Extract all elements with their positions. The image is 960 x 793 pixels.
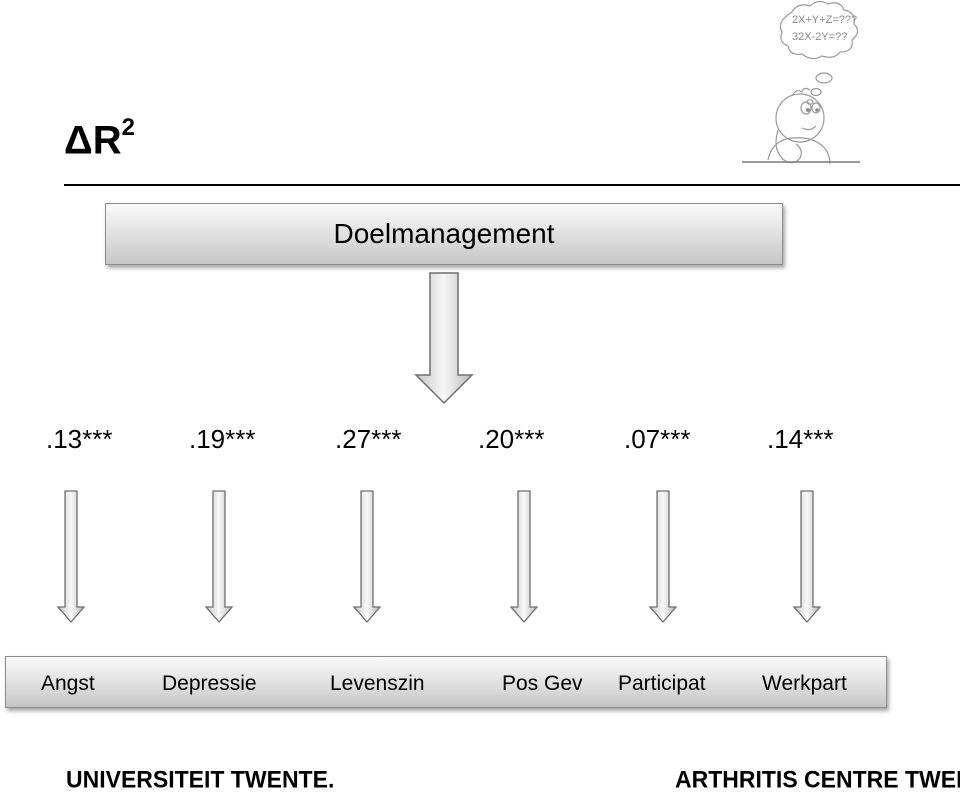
down-arrow-icon [56, 490, 86, 623]
delta-r2-value: .14*** [767, 424, 834, 454]
delta-r2-title: ΔR2 [64, 116, 135, 163]
big-down-arrow-icon [414, 272, 474, 405]
down-arrow-icon [509, 490, 539, 623]
outcome-label: Participat [618, 672, 706, 695]
outcomes-box: Angst Depressie Levenszin Pos Gev Partic… [5, 656, 887, 708]
predictor-box: Doelmanagement [105, 203, 783, 265]
predictor-label: Doelmanagement [333, 218, 555, 249]
bubble-line-2: 32X-2Y=?? [792, 31, 847, 43]
delta-r2-value: .13*** [46, 424, 113, 454]
down-arrow-icon [204, 490, 234, 623]
delta-r2-value: .20*** [478, 424, 545, 454]
down-arrow-icon [792, 490, 822, 623]
arthritis-centre-twente-logo: ARTHRITIS CENTRE TWENTE [675, 765, 960, 793]
outcome-label: Werkpart [762, 672, 847, 695]
outcome-label: Pos Gev [502, 672, 583, 695]
delta-r2-value: .19*** [189, 424, 256, 454]
outcome-label: Depressie [162, 672, 257, 695]
university-twente-logo: UNIVERSITEIT TWENTE. [66, 765, 335, 793]
outcome-label: Angst [41, 672, 95, 695]
thinking-person-illustration: 2X+Y+Z=??? 32X-2Y=?? [742, 0, 860, 165]
bubble-line-1: 2X+Y+Z=??? [792, 14, 857, 26]
header-divider [64, 184, 960, 186]
delta-r2-value: .27*** [335, 424, 402, 454]
down-arrow-icon [352, 490, 382, 623]
delta-r2-values-row: .13*** .19*** .27*** .20*** .07*** .14**… [0, 424, 960, 458]
down-arrow-icon [648, 490, 678, 623]
outcome-label: Levenszin [330, 672, 425, 695]
title-superscript: 2 [121, 114, 135, 141]
small-arrows-row [0, 490, 960, 625]
title-symbol: ΔR [64, 118, 122, 163]
delta-r2-value: .07*** [624, 424, 691, 454]
